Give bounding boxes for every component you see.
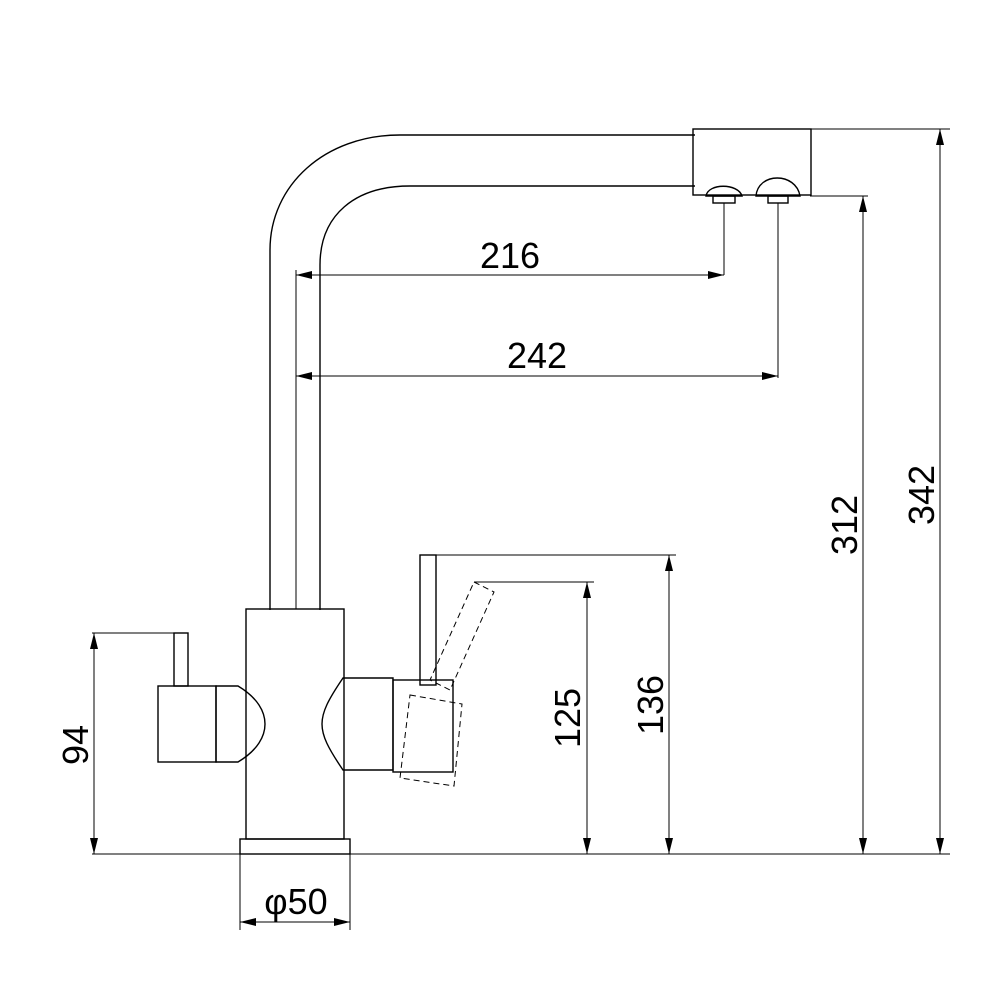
label-125: 125	[547, 688, 588, 748]
left-handle-stem	[173, 632, 189, 687]
spout-head	[692, 128, 812, 196]
extension-lines	[92, 128, 950, 930]
nozzle-small-tip	[712, 195, 736, 204]
left-handle-grip	[157, 685, 217, 763]
nozzle-large-tip	[767, 195, 789, 204]
nozzle-small	[705, 185, 743, 197]
dimension-242: 242	[296, 335, 778, 380]
dimension-312: 312	[824, 196, 867, 854]
dimension-94: 94	[55, 633, 98, 854]
filter-lever-rotated	[399, 581, 495, 787]
right-valve-cap	[321, 677, 394, 771]
right-valve-body	[392, 679, 454, 773]
left-handle-cap	[215, 685, 266, 763]
nozzle-large	[755, 177, 801, 197]
label-242: 242	[507, 335, 567, 376]
central-body	[245, 608, 345, 840]
label-94: 94	[55, 725, 96, 765]
dimension-125: 125	[547, 582, 591, 854]
dimension-136: 136	[630, 555, 673, 854]
label-base-diameter: φ50	[264, 881, 327, 922]
dimension-216: 216	[296, 235, 724, 279]
dimension-base-diameter: φ50	[240, 881, 350, 926]
base-plate	[239, 838, 351, 855]
label-136: 136	[630, 675, 671, 735]
spout-tube-outer	[269, 134, 695, 610]
label-342: 342	[901, 465, 942, 525]
label-216: 216	[480, 235, 540, 276]
spout-tube-inner	[319, 185, 695, 610]
dimension-342: 342	[901, 129, 944, 854]
label-312: 312	[824, 495, 865, 555]
filter-lever	[419, 554, 437, 686]
